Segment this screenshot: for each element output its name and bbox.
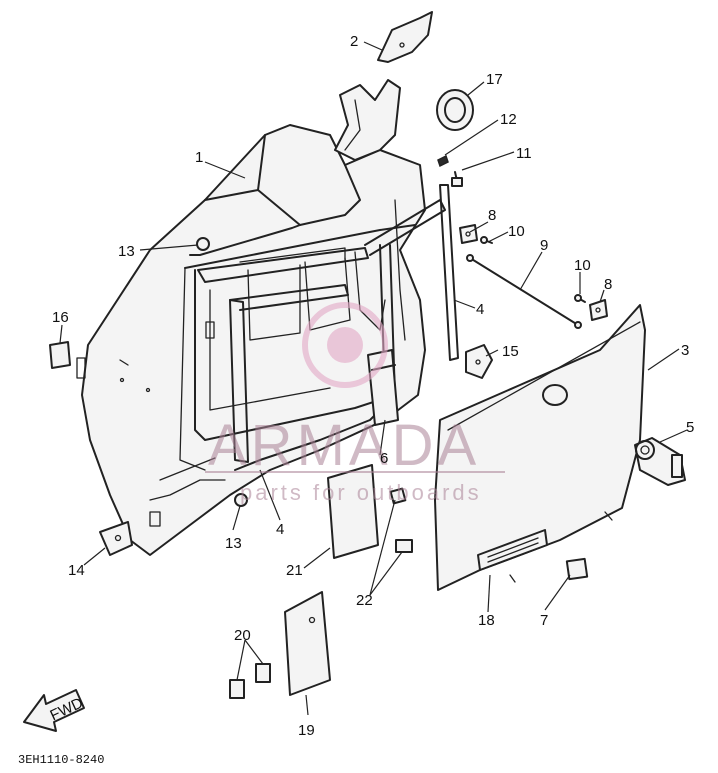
callout-11: 11	[516, 145, 532, 162]
callout-8a: 8	[488, 207, 496, 224]
callout-2: 2	[350, 33, 358, 50]
callout-10b: 10	[574, 257, 591, 274]
callout-15: 15	[502, 343, 519, 360]
callout-7: 7	[540, 612, 548, 629]
bottom-cowling-part	[76, 124, 426, 556]
watermark-tagline: parts for outboards	[240, 480, 482, 505]
callout-22: 22	[356, 592, 373, 609]
label-plate-part	[477, 529, 548, 571]
callout-6: 6	[380, 450, 388, 467]
callout-4b: 4	[276, 521, 284, 538]
callout-18: 18	[478, 612, 495, 629]
callout-14: 14	[68, 562, 85, 579]
callout-9: 9	[540, 237, 548, 254]
lock-part	[634, 437, 686, 486]
callout-13a: 13	[118, 243, 135, 260]
callout-19: 19	[298, 722, 315, 739]
pad-sheet-part	[327, 464, 379, 559]
callout-16: 16	[52, 309, 69, 326]
callout-13b: 13	[225, 535, 242, 552]
fwd-arrow: FWD	[23, 689, 86, 732]
callout-21: 21	[286, 562, 303, 579]
callout-12: 12	[500, 111, 517, 128]
callout-labels: 1 2 3 4 4 5 6 7 8 8 9 10 10 11 12 13 13 …	[52, 33, 694, 739]
duct-piece-part	[334, 79, 401, 161]
callout-1: 1	[195, 149, 203, 166]
callout-8b: 8	[604, 276, 612, 293]
callout-3: 3	[681, 342, 689, 359]
callout-4a: 4	[476, 301, 484, 318]
seal-part	[197, 184, 459, 463]
watermark-brand: ARMADA	[208, 413, 480, 478]
callout-20: 20	[234, 627, 251, 644]
insulation-sheet-part	[284, 591, 331, 696]
grommet-ring-part	[436, 89, 474, 131]
hardware-items	[49, 154, 608, 699]
cap-piece-part	[377, 11, 433, 63]
callout-17: 17	[486, 71, 503, 88]
front-cover-panel-part	[434, 304, 646, 591]
watermark: ARMADA parts for outboards	[205, 302, 505, 505]
part-code: 3EH1110-8240	[18, 753, 104, 767]
callout-5: 5	[686, 419, 694, 436]
callout-10a: 10	[508, 223, 525, 240]
leader-lines	[59, 41, 688, 716]
watermark-logo-icon	[302, 302, 388, 388]
